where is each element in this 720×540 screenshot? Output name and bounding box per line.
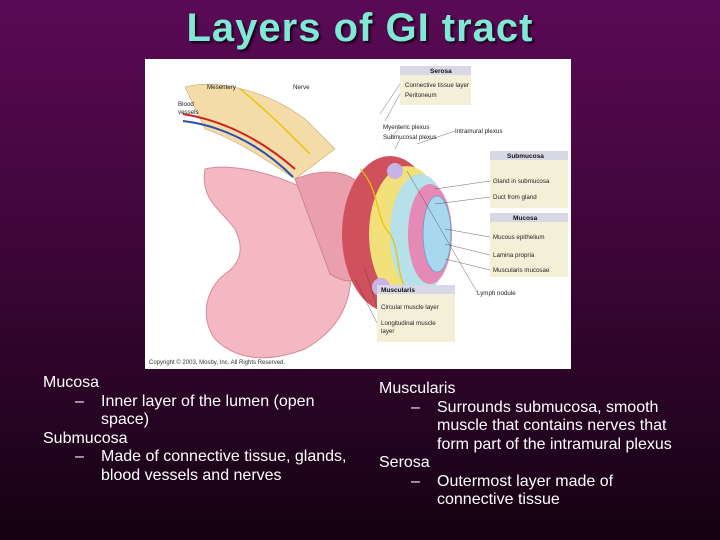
label-duct-from-gland: Duct from gland xyxy=(493,194,537,201)
gi-tract-diagram: Mesentery Nerve Blood vessels Serosa Con… xyxy=(145,59,571,369)
dash-bullet: – xyxy=(411,472,420,490)
label-longitudinal-muscle-2: layer xyxy=(381,328,394,335)
label-lymph-nodule: Lymph nodule xyxy=(477,290,516,297)
label-nerve: Nerve xyxy=(293,84,310,91)
dash-bullet: – xyxy=(75,448,84,465)
label-intramural-plexus: Intramural plexus xyxy=(455,128,502,135)
plexus-network xyxy=(359,168,411,300)
label-muscularis: Muscularis xyxy=(381,287,415,294)
label-submucosal-plexus: Submucosal plexus xyxy=(383,134,437,141)
lumen-shape xyxy=(422,195,452,273)
submucosa-description: – Made of connective tissue, glands, blo… xyxy=(43,448,353,485)
label-gland-in-submucosa: Gland in submucosa xyxy=(493,178,550,185)
term-muscularis: Muscularis xyxy=(379,380,456,397)
nerve-fiber xyxy=(239,88,311,155)
label-connective-tissue-layer: Connective tissue layer xyxy=(405,82,469,89)
serosa-description: – Outermost layer made of connective tis… xyxy=(379,473,679,510)
mesentery-sheet xyxy=(184,84,336,180)
blood-vessel-red xyxy=(182,113,296,170)
slide-title: Layers of GI tract xyxy=(186,6,534,50)
submucosa-box xyxy=(490,151,568,160)
dash-bullet: – xyxy=(411,398,420,416)
label-mucous-epithelium: Mucous epithelium xyxy=(493,234,545,241)
right-text-column: Muscularis – Surrounds submucosa, smooth… xyxy=(379,380,679,510)
label-lamina-propria: Lamina propria xyxy=(493,252,535,259)
label-myenteric-plexus: Myenteric plexus xyxy=(383,124,429,131)
label-serosa: Serosa xyxy=(430,68,452,75)
label-blood-vessels-1: Blood xyxy=(178,101,194,108)
lymph-nodule-shape xyxy=(387,163,403,179)
mucosa-box xyxy=(490,213,568,222)
label-mucosa: Mucosa xyxy=(513,215,538,222)
serosa-description-text: Outermost layer made of connective tissu… xyxy=(437,472,614,509)
dash-bullet: – xyxy=(75,392,84,410)
muscularis-description: – Surrounds submucosa, smooth muscle tha… xyxy=(379,399,679,455)
label-mesentery: Mesentery xyxy=(207,84,237,91)
figure-copyright: Copyright © 2003, Mosby, Inc. All Rights… xyxy=(149,360,286,366)
gi-tract-illustration: Mesentery Nerve Blood vessels Serosa Con… xyxy=(178,66,568,359)
label-longitudinal-muscle-1: Longitudinal muscle xyxy=(381,320,436,327)
label-blood-vessels-2: vessels xyxy=(178,109,199,116)
serosa-box xyxy=(400,66,471,75)
label-muscularis-mucosae: Muscularis mucosae xyxy=(493,267,550,274)
mucosa-description: – Inner layer of the lumen (open space) xyxy=(43,393,353,430)
term-mucosa: Mucosa xyxy=(43,374,100,391)
term-submucosa: Submucosa xyxy=(43,429,128,447)
submucosa-description-text: Made of connective tissue, glands, blood… xyxy=(101,448,347,484)
label-submucosa: Submucosa xyxy=(507,153,544,160)
mucosa-description-text: Inner layer of the lumen (open space) xyxy=(101,392,315,429)
label-circular-muscle-layer: Circular muscle layer xyxy=(381,304,439,311)
label-peritoneum: Peritoneum xyxy=(405,92,437,99)
muscularis-description-text: Surrounds submucosa, smooth muscle that … xyxy=(437,398,672,453)
blood-vessel-blue xyxy=(182,120,294,178)
muscularis-box xyxy=(377,285,455,294)
term-serosa: Serosa xyxy=(379,454,430,471)
left-text-column: Mucosa – Inner layer of the lumen (open … xyxy=(43,374,353,485)
